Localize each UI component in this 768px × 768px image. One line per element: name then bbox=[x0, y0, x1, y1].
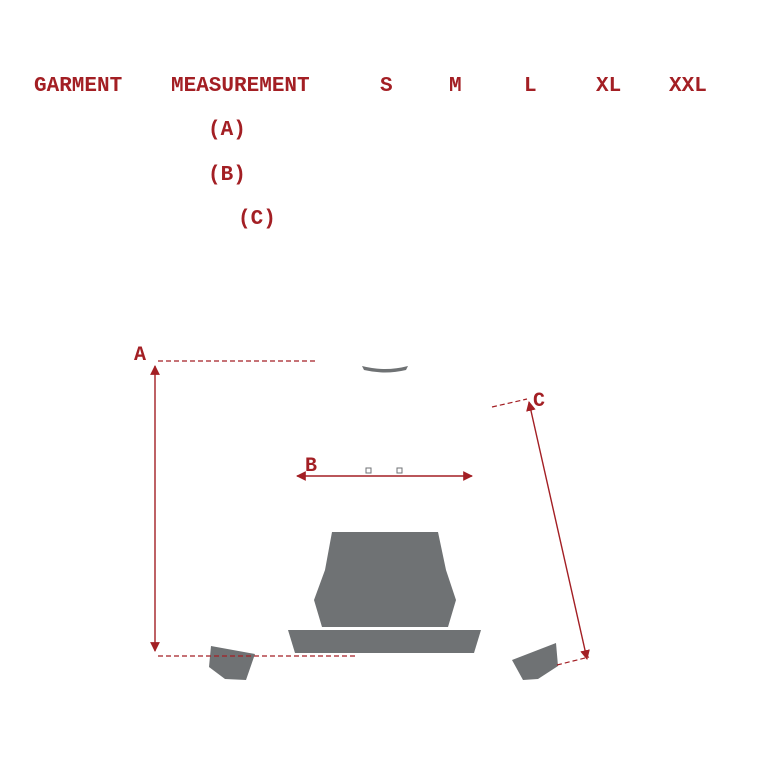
hem-band-shape bbox=[288, 630, 481, 653]
measure-label-b: B bbox=[305, 455, 317, 478]
row-label-c: (C) bbox=[238, 208, 276, 231]
label-tag-icon bbox=[396, 467, 403, 474]
left-cuff-shape bbox=[209, 646, 255, 680]
row-label-a: (A) bbox=[208, 119, 246, 142]
size-header-s: S bbox=[380, 75, 393, 98]
measure-b: B bbox=[296, 455, 473, 481]
measure-label-c: C bbox=[533, 390, 545, 413]
collar-shape bbox=[362, 366, 408, 373]
measurement-header: MEASUREMENT bbox=[171, 75, 310, 98]
garment-shape bbox=[209, 366, 558, 680]
size-header-l: L bbox=[524, 75, 537, 98]
size-header-xl: XL bbox=[596, 75, 622, 98]
measure-c: C bbox=[491, 390, 590, 666]
torso-shape bbox=[314, 532, 456, 627]
measure-label-a: A bbox=[134, 344, 146, 367]
label-tag-icon bbox=[365, 467, 372, 474]
row-label-b: (B) bbox=[208, 164, 246, 187]
right-cuff-shape bbox=[512, 643, 558, 680]
garment-header: GARMENT bbox=[34, 75, 123, 98]
measure-a: A bbox=[134, 344, 358, 657]
size-header-xxl: XXL bbox=[669, 75, 707, 98]
size-header-m: M bbox=[449, 75, 462, 98]
